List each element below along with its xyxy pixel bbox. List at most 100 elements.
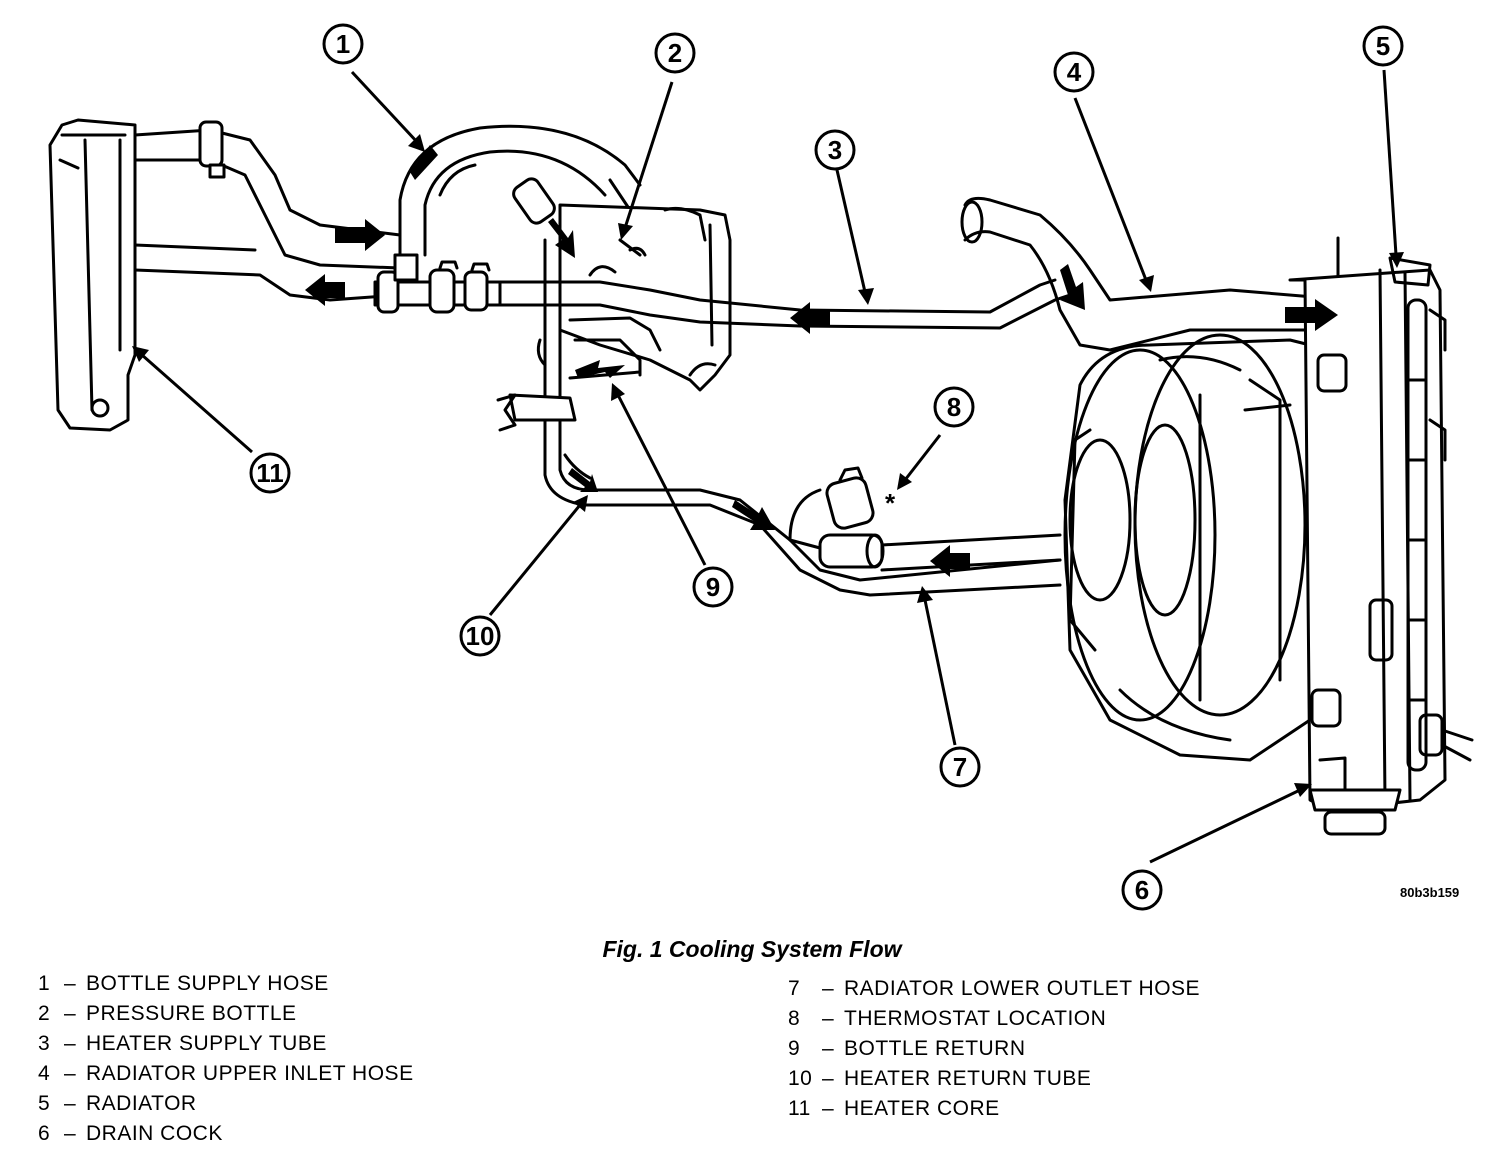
bottle-supply-hose — [398, 124, 642, 257]
tee-connectors — [373, 253, 502, 314]
heater-supply-tube — [498, 278, 1072, 330]
legend-sep: – — [64, 1092, 77, 1115]
legend-item: 9–BOTTLE RETURN — [788, 1034, 1200, 1064]
leader-line-7 — [917, 586, 957, 746]
legend-num: 5 — [38, 1092, 51, 1115]
flow-arrow-9 — [548, 218, 575, 258]
legend-label: PRESSURE BOTTLE — [86, 1002, 297, 1025]
callouts: 1 2 3 4 5 6 7 8 9 10 11 * — [249, 23, 1404, 911]
legend-item: 10–HEATER RETURN TUBE — [788, 1064, 1200, 1094]
callout-9: 9 — [692, 566, 734, 608]
flow-arrow-7 — [732, 500, 775, 530]
legend-sep: – — [822, 1037, 835, 1060]
figure-caption: Fig. 1 Cooling System Flow — [602, 936, 902, 962]
flow-arrow-6 — [930, 545, 970, 577]
legend-num: 7 — [788, 977, 801, 1000]
leader-line-5 — [1382, 69, 1404, 268]
callout-3: 3 — [814, 129, 856, 171]
legend-left: 1–BOTTLE SUPPLY HOSE 2–PRESSURE BOTTLE 3… — [38, 969, 414, 1149]
leader-line-9 — [611, 383, 707, 566]
leader-line-10 — [488, 495, 588, 616]
radiator-upper-inlet-hose — [960, 196, 1362, 352]
legend-num: 1 — [38, 972, 51, 995]
legend-item: 1–BOTTLE SUPPLY HOSE — [38, 969, 414, 999]
flow-arrow-10 — [575, 360, 625, 378]
leader-line-2 — [618, 81, 674, 240]
callout-1: 1 — [322, 23, 364, 65]
callout-5-label: 5 — [1376, 31, 1390, 61]
legend-num: 2 — [38, 1002, 51, 1025]
legend-sep: – — [822, 977, 835, 1000]
legend-label: HEATER RETURN TUBE — [844, 1067, 1092, 1090]
legend-num: 8 — [788, 1007, 801, 1030]
callout-11: 11 — [249, 452, 291, 494]
leader-line-3 — [835, 169, 874, 305]
callout-3-label: 3 — [828, 135, 842, 165]
legend-label: BOTTLE RETURN — [844, 1037, 1026, 1060]
legend-num: 11 — [788, 1097, 811, 1120]
legend-right: 7–RADIATOR LOWER OUTLET HOSE 8–THERMOSTA… — [788, 974, 1200, 1124]
pressure-bottle — [558, 203, 732, 392]
figure-id: 80b3b159 — [1400, 885, 1460, 900]
callout-10: 10 — [459, 615, 501, 657]
thermostat-asterisk: * — [885, 488, 896, 518]
legend-label: HEATER CORE — [844, 1097, 1000, 1120]
legend-label: HEATER SUPPLY TUBE — [86, 1032, 327, 1055]
leader-line-6 — [1149, 783, 1312, 864]
legend-label: BOTTLE SUPPLY HOSE — [86, 972, 329, 995]
flow-arrow-1 — [335, 219, 385, 251]
leader-line-4 — [1073, 97, 1154, 292]
callout-10-label: 10 — [466, 621, 495, 651]
legend-label: RADIATOR — [86, 1092, 197, 1115]
legend-label: DRAIN COCK — [86, 1122, 223, 1145]
legend-item: 3–HEATER SUPPLY TUBE — [38, 1029, 414, 1059]
leader-line-8 — [897, 434, 942, 490]
heater-core — [48, 118, 137, 432]
callout-7: 7 — [939, 746, 981, 788]
legend-sep: – — [822, 1097, 835, 1120]
legend-sep: – — [822, 1007, 835, 1030]
legend-sep: – — [64, 1002, 77, 1025]
flow-arrow-3 — [790, 302, 830, 334]
callout-6-label: 6 — [1135, 875, 1149, 905]
legend-item: 7–RADIATOR LOWER OUTLET HOSE — [788, 974, 1200, 1004]
callout-7-label: 7 — [953, 752, 967, 782]
flow-arrow-8 — [410, 145, 438, 180]
callout-2: 2 — [654, 32, 696, 74]
leader-line-1 — [350, 70, 425, 152]
legend-num: 3 — [38, 1032, 51, 1055]
leader-lines — [132, 69, 1404, 864]
flow-arrow-5 — [1060, 264, 1085, 310]
legend-sep: – — [64, 1032, 77, 1055]
callout-5: 5 — [1362, 25, 1404, 67]
legend-sep: – — [64, 972, 77, 995]
heater-return-tube — [496, 228, 1062, 597]
radiator-lower-outlet-hose — [880, 533, 1062, 572]
callout-1-label: 1 — [336, 29, 350, 59]
legend-item: 8–THERMOSTAT LOCATION — [788, 1004, 1200, 1034]
legend-item: 4–RADIATOR UPPER INLET HOSE — [38, 1059, 414, 1089]
legend-sep: – — [64, 1062, 77, 1085]
legend-num: 9 — [788, 1037, 801, 1060]
legend-label: RADIATOR LOWER OUTLET HOSE — [844, 977, 1201, 1000]
drain-cock — [1308, 756, 1402, 836]
flow-arrow-11 — [568, 468, 598, 492]
callout-9-label: 9 — [706, 572, 720, 602]
legend-num: 6 — [38, 1122, 51, 1145]
legend-label: RADIATOR UPPER INLET HOSE — [86, 1062, 414, 1085]
legend-num: 4 — [38, 1062, 51, 1085]
legend-item: 11–HEATER CORE — [788, 1094, 1200, 1124]
legend-item: 6–DRAIN COCK — [38, 1119, 414, 1149]
flow-arrow-4 — [1285, 299, 1338, 331]
heater-hoses — [133, 120, 402, 302]
callout-4: 4 — [1053, 51, 1095, 93]
flow-arrow-2 — [305, 274, 345, 306]
cooling-system-diagram: 1 2 3 4 5 6 7 8 9 10 11 * — [48, 23, 1474, 911]
legend-item: 2–PRESSURE BOTTLE — [38, 999, 414, 1029]
legend-sep: – — [822, 1067, 835, 1090]
legend-label: THERMOSTAT LOCATION — [844, 1007, 1107, 1030]
callout-8: 8 — [933, 386, 975, 428]
callout-8-label: 8 — [947, 392, 961, 422]
flow-arrows — [305, 145, 1338, 577]
callout-4-label: 4 — [1067, 57, 1082, 87]
